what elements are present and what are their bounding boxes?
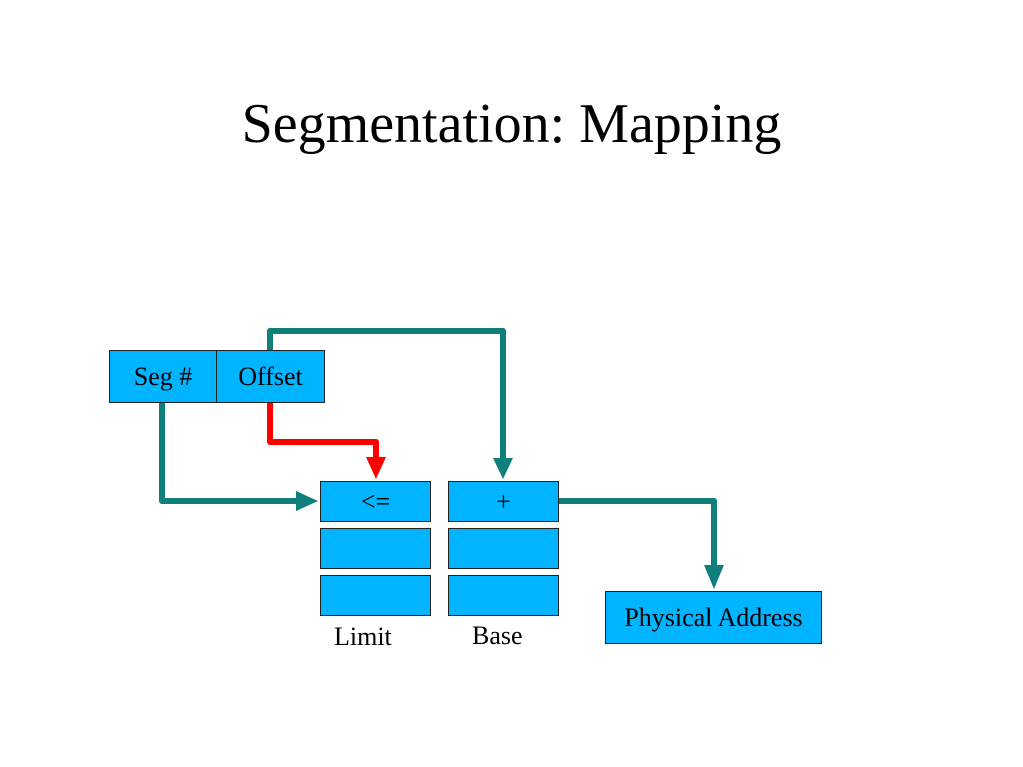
seg-number-box: Seg #	[109, 350, 217, 403]
offset-to-base-arrowhead	[493, 458, 513, 479]
seg-number-label: Seg #	[133, 361, 193, 391]
limit-cell	[320, 528, 431, 569]
seg-to-limit-arrowhead	[296, 491, 318, 511]
compare-operator: <=	[360, 486, 391, 516]
offset-to-limit-arrowhead	[366, 457, 386, 479]
base-cell	[448, 528, 559, 569]
physical-address-label: Physical Address	[624, 602, 803, 632]
base-to-physical-arrowhead	[704, 565, 724, 589]
physical-address-box: Physical Address	[605, 591, 822, 644]
add-operator: +	[496, 486, 511, 516]
offset-label: Offset	[238, 361, 303, 391]
slide-title: Segmentation: Mapping	[241, 93, 782, 155]
base-column-label: Base	[472, 621, 523, 650]
limit-cell	[320, 575, 431, 616]
base-to-physical-arrow	[558, 498, 717, 567]
base-add-cell: +	[448, 481, 559, 522]
offset-to-limit-arrow	[267, 403, 379, 459]
offset-box: Offset	[216, 350, 325, 403]
seg-to-limit-arrow	[159, 403, 298, 504]
offset-to-base-arrow	[267, 328, 506, 461]
base-cell	[448, 575, 559, 616]
limit-column-label: Limit	[334, 622, 392, 651]
limit-compare-cell: <=	[320, 481, 431, 522]
